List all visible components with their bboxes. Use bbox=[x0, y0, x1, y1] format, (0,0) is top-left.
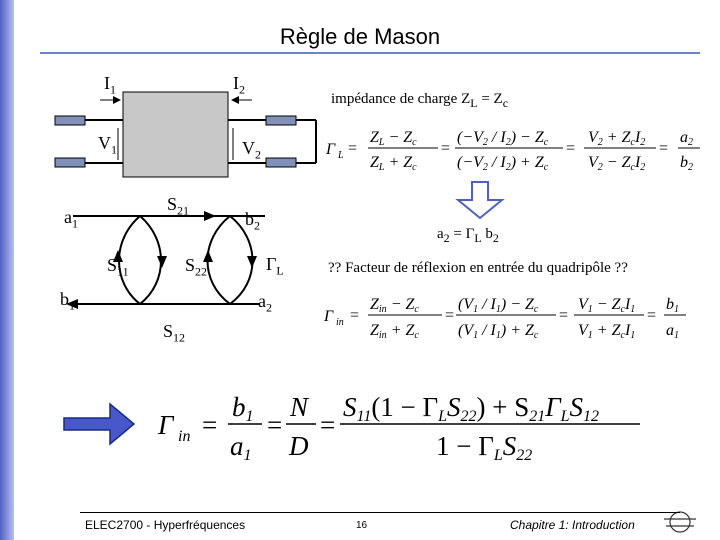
load-connection bbox=[296, 119, 317, 164]
university-logo bbox=[664, 511, 696, 533]
svg-text:=: = bbox=[267, 410, 282, 440]
label-s12: S12 bbox=[163, 321, 186, 345]
svg-text:V1 + ZcI1: V1 + ZcI1 bbox=[578, 322, 635, 341]
svg-text:ZL + Zc: ZL + Zc bbox=[370, 154, 417, 173]
relation-a2-gamma-b2: a2 = ΓL b2 bbox=[437, 226, 499, 245]
svg-text:V2 + ZcI2: V2 + ZcI2 bbox=[588, 129, 645, 148]
question-text: ?? Facteur de réflexion en entrée du qua… bbox=[328, 260, 628, 276]
svg-text:N: N bbox=[289, 392, 310, 422]
svg-text:(−V2 / I2) − Zc: (−V2 / I2) − Zc bbox=[457, 129, 549, 148]
flow-arrows bbox=[66, 211, 257, 309]
label-v2: V2 bbox=[242, 138, 261, 162]
svg-text:D: D bbox=[288, 431, 309, 461]
slide-sidebar bbox=[0, 0, 14, 540]
footer-course: ELEC2700 - Hyperfréquences bbox=[85, 518, 246, 532]
footer-divider bbox=[80, 512, 680, 513]
svg-text:Zin − Zc: Zin − Zc bbox=[370, 296, 419, 315]
svg-text:b1: b1 bbox=[232, 392, 254, 425]
svg-text:in: in bbox=[178, 428, 190, 445]
label-s21: S21 bbox=[167, 194, 190, 218]
svg-text:ZL − Zc: ZL − Zc bbox=[370, 129, 417, 148]
svg-text:L: L bbox=[337, 150, 344, 161]
svg-text:Γ: Γ bbox=[157, 410, 175, 440]
svg-text:=: = bbox=[348, 140, 357, 157]
svg-text:=: = bbox=[202, 410, 217, 440]
svg-text:a1: a1 bbox=[666, 322, 679, 341]
svg-text:=: = bbox=[566, 140, 575, 157]
svg-text:S11(1 − ΓLS22) + S21ΓLS12: S11(1 − ΓLS22) + S21ΓLS12 bbox=[343, 392, 599, 425]
load-impedance-text: impédance de charge ZL = Zc bbox=[331, 91, 509, 110]
label-v1: V1 bbox=[98, 133, 117, 157]
label-i1: I1 bbox=[104, 73, 116, 97]
label-b1: b1 bbox=[60, 289, 75, 313]
label-b2: b2 bbox=[245, 209, 260, 233]
two-port-box bbox=[122, 91, 229, 178]
svg-text:=: = bbox=[350, 307, 359, 324]
svg-text:=: = bbox=[320, 410, 335, 440]
svg-text:a1: a1 bbox=[230, 431, 252, 464]
svg-text:=: = bbox=[659, 140, 668, 157]
svg-text:Γ: Γ bbox=[323, 308, 334, 325]
label-s22: S22 bbox=[185, 255, 208, 279]
svg-text:=: = bbox=[647, 307, 656, 324]
svg-text:=: = bbox=[559, 307, 568, 324]
title-divider bbox=[40, 52, 700, 54]
svg-text:(−V2 / I2) + Zc: (−V2 / I2) + Zc bbox=[457, 154, 549, 173]
svg-text:b2: b2 bbox=[680, 154, 693, 173]
svg-text:in: in bbox=[336, 317, 344, 328]
svg-text:V1 − ZcI1: V1 − ZcI1 bbox=[578, 296, 635, 315]
svg-text:(V1 / I1) − Zc: (V1 / I1) − Zc bbox=[458, 296, 539, 315]
footer-chapter: Chapitre 1: Introduction bbox=[510, 518, 635, 532]
svg-text:(V1 / I1) + Zc: (V1 / I1) + Zc bbox=[458, 322, 539, 341]
svg-text:Zin + Zc: Zin + Zc bbox=[370, 322, 419, 341]
label-i2: I2 bbox=[233, 73, 245, 97]
svg-text:=: = bbox=[441, 140, 450, 157]
svg-text:=: = bbox=[445, 307, 454, 324]
input-port-lines bbox=[54, 115, 123, 168]
svg-text:1 − ΓLS22: 1 − ΓLS22 bbox=[436, 431, 532, 464]
right-arrow-icon bbox=[63, 402, 136, 446]
label-a1: a1 bbox=[64, 207, 78, 231]
label-gamma-l: ΓL bbox=[266, 254, 284, 278]
label-s11: S11 bbox=[107, 255, 129, 279]
down-arrow-icon bbox=[455, 181, 505, 220]
label-a2: a2 bbox=[258, 291, 272, 315]
svg-text:a2: a2 bbox=[680, 129, 693, 148]
svg-text:Γ: Γ bbox=[325, 141, 336, 158]
slide-title: Règle de Mason bbox=[279, 24, 441, 49]
svg-text:V2 − ZcI2: V2 − ZcI2 bbox=[588, 154, 645, 173]
svg-text:b1: b1 bbox=[666, 296, 679, 315]
footer-page-number: 16 bbox=[356, 520, 368, 531]
